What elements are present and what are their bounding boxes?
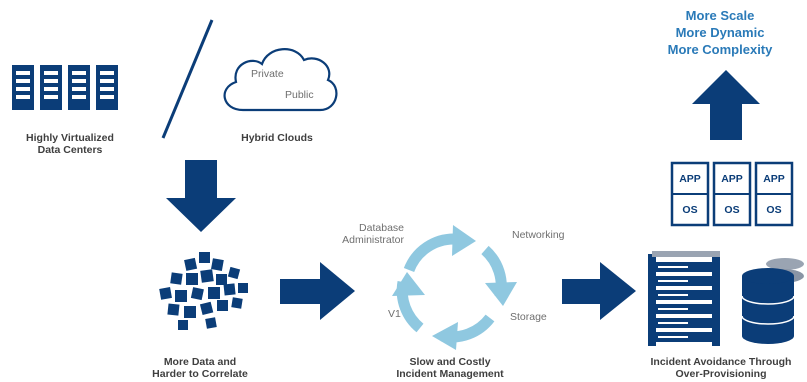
- data-label-line-2: Harder to Correlate: [152, 368, 248, 380]
- data-label-line-1: More Data and: [163, 356, 237, 368]
- cycle-dba-line-1: Database: [359, 222, 404, 234]
- servers-label-line-1: Highly Virtualized: [26, 132, 114, 144]
- app-os-stacks: [670, 161, 794, 227]
- cycle-label-line-1: Slow and Costly: [409, 356, 491, 368]
- os-label-2: OS: [724, 204, 740, 216]
- overprov-label: Incident Avoidance Through Over-Provisio…: [637, 356, 805, 380]
- servers-label-line-2: Data Centers: [37, 144, 103, 156]
- database-icon: [741, 258, 804, 344]
- cloud-public-label: Public: [285, 89, 314, 101]
- down-arrow: [166, 160, 236, 232]
- cycle-arrowheads: [392, 225, 517, 350]
- data-blocks-icon: [159, 252, 248, 330]
- cycle-label: Slow and Costly Incident Management: [385, 356, 515, 380]
- overprov-label-line-1: Incident Avoidance Through: [650, 356, 792, 368]
- cycle-dba-label: Database Administrator: [320, 222, 404, 246]
- cloud-private-label: Private: [251, 68, 284, 80]
- app-label-3: APP: [763, 173, 785, 185]
- servers-label: Highly Virtualized Data Centers: [10, 132, 130, 156]
- app-label-2: APP: [721, 173, 743, 185]
- cloud-icon: [223, 48, 338, 112]
- os-label-1: OS: [682, 204, 698, 216]
- cycle-dba-line-2: Administrator: [342, 234, 404, 246]
- right-arrow-2: [562, 262, 636, 320]
- server-racks-icon: [12, 65, 118, 110]
- data-label: More Data and Harder to Correlate: [140, 356, 260, 380]
- top-caption-line-complexity: More Complexity: [667, 42, 773, 57]
- divider-slash: [161, 19, 214, 139]
- os-label-3: OS: [766, 204, 782, 216]
- cycle-storage-label: Storage: [510, 311, 547, 323]
- overprov-label-line-2: Over-Provisioning: [675, 368, 767, 380]
- top-caption-line-scale: More Scale: [685, 8, 755, 23]
- cycle-networking-label: Networking: [512, 229, 565, 241]
- cycle-v1-label: V1: [388, 308, 401, 320]
- right-arrow-1: [280, 262, 355, 320]
- clouds-label: Hybrid Clouds: [241, 132, 313, 144]
- up-arrow: [692, 70, 760, 140]
- server-rack-icon: [648, 251, 720, 346]
- top-caption-line-dynamic: More Dynamic: [675, 25, 765, 40]
- cycle-label-line-2: Incident Management: [396, 368, 504, 380]
- top-caption: More Scale More Dynamic More Complexity: [640, 7, 800, 58]
- app-label-1: APP: [679, 173, 701, 185]
